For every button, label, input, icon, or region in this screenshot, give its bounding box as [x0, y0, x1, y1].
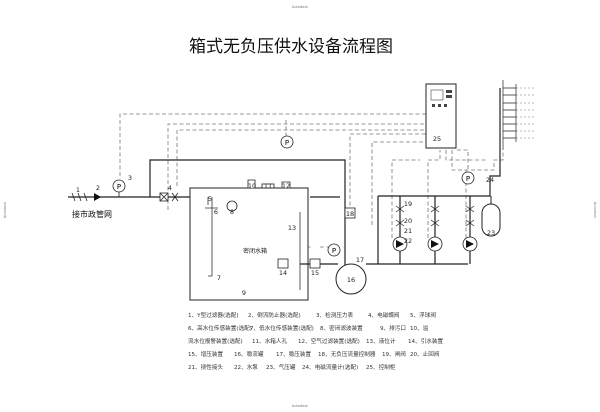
tag-17: 17: [356, 256, 364, 264]
tag-10: 10: [248, 182, 256, 190]
sealed-tank: [189, 187, 309, 301]
legend-9: 9、排污口: [380, 324, 406, 332]
surge-tank-16: [335, 263, 367, 295]
legend-2: 2、倒流防止器(选配): [248, 311, 301, 319]
float-valve: [226, 200, 238, 212]
legend-17: 17、稳压装置: [276, 350, 311, 358]
tag-14: 14: [279, 269, 287, 277]
legend-21: 21、挠性接头: [188, 363, 223, 371]
watermark-top: Autodesk: [292, 5, 309, 9]
tag-11: 11: [264, 182, 272, 190]
booster-15: [309, 258, 321, 269]
legend-19: 19、闸阀: [382, 350, 406, 358]
pump-branch-valves: [395, 205, 475, 227]
tag-24: 24: [486, 176, 494, 184]
gauge-p-top: [280, 135, 294, 149]
butterfly-valve-4: [159, 192, 179, 202]
tag-18: 18: [346, 210, 354, 218]
gauge-p-label-1: P: [117, 183, 121, 191]
diagram-title: 箱式无负压供水设备流程图: [189, 37, 393, 57]
tank-top-fittings: [247, 179, 291, 189]
tank-inner-pipe: [205, 197, 218, 277]
cabinet-screen: [430, 89, 444, 101]
tag-22: 22: [404, 237, 412, 245]
legend-10: 10、溢: [410, 324, 429, 332]
watermark-right: Autodesk: [593, 202, 597, 219]
flow-controller-18: [344, 207, 356, 219]
pump-header: [366, 88, 501, 265]
legend-1: 1、Y型过滤器(选配): [188, 311, 239, 319]
gauge-p-16: [327, 243, 341, 257]
tag-2: 2: [96, 184, 100, 192]
legend-8: 8、密闭滤波装置: [320, 324, 363, 332]
tag-19: 19: [404, 200, 412, 208]
tag-9: 9: [242, 289, 246, 297]
legend-7: 7、低水位传感装置(选配): [250, 324, 314, 332]
legend-13: 13、液位计: [366, 337, 396, 345]
outlet-stubs: [516, 87, 534, 139]
legend-5: 5、浮球阀: [410, 311, 436, 319]
tag-21: 21: [404, 227, 412, 235]
tag-16: 16: [347, 276, 355, 284]
pump-1: [392, 236, 408, 252]
legend-24: 24、电磁流量计(选配): [302, 363, 358, 371]
legend-6: 6、高水位传感装置(选配): [188, 324, 252, 332]
gauge-p-label-3: P: [332, 247, 336, 255]
tag-20: 20: [404, 217, 412, 225]
tank-label: 密闭水箱: [243, 247, 267, 255]
tag-1: 1: [76, 186, 80, 194]
signal-lines: [119, 113, 504, 248]
tag-23: 23: [487, 229, 495, 237]
tag-7: 7: [217, 274, 221, 282]
inducer-14: [277, 258, 289, 269]
tag-13: 13: [288, 224, 296, 232]
tag-6: 6: [214, 208, 218, 216]
legend-16: 16、稳流罐: [234, 350, 264, 358]
user-outlets: [502, 80, 517, 150]
inlet-label: 接市政管网: [72, 209, 112, 219]
legend-14: 14、引水装置: [408, 337, 443, 345]
inlet-marks: [71, 192, 88, 202]
pump-2: [427, 236, 443, 252]
gauge-p-header: [461, 171, 475, 185]
watermark-left: Autodesk: [3, 201, 7, 218]
tag-5: 5: [208, 195, 212, 203]
legend-23: 23、气压罐: [266, 363, 296, 371]
tag-12: 12: [282, 182, 290, 190]
tag-4: 4: [168, 184, 172, 192]
tag-8: 8: [230, 208, 234, 216]
check-valve-symbol: [94, 193, 101, 201]
legend: 1、Y型过滤器(选配) 2、倒流防止器(选配) 3、检测压力表 4、电磁蝶阀 5…: [188, 311, 443, 371]
tag-15: 15: [311, 269, 319, 277]
tag-numbers: 1 2 3 4 5 6 7 8 9 10 11 12 13 14 15 16 1…: [76, 135, 495, 297]
legend-10b: 流水位报警装置(选配): [188, 337, 243, 345]
legend-3: 3、检测压力表: [316, 311, 354, 319]
tag-25: 25: [433, 135, 441, 143]
legend-15: 15、增压装置: [188, 350, 223, 358]
legend-20: 20、止回阀: [410, 350, 440, 358]
cabinet-indicators: [432, 90, 452, 107]
legend-11: 11、水箱人孔: [252, 337, 287, 345]
pump-3: [462, 236, 478, 252]
legend-18: 18、无负压流量控制器: [318, 350, 376, 358]
legend-4: 4、电磁蝶阀: [368, 311, 400, 319]
legend-22: 22、水泵: [234, 363, 258, 371]
gauge-p-label-4: P: [466, 175, 470, 183]
tag-3: 3: [128, 174, 132, 182]
watermark-bottom: Autodesk: [292, 404, 309, 408]
legend-12: 12、空气过滤装置(选配): [298, 337, 360, 345]
legend-25: 25、控制柜: [366, 363, 396, 371]
gauge-p-label-2: P: [285, 139, 289, 147]
